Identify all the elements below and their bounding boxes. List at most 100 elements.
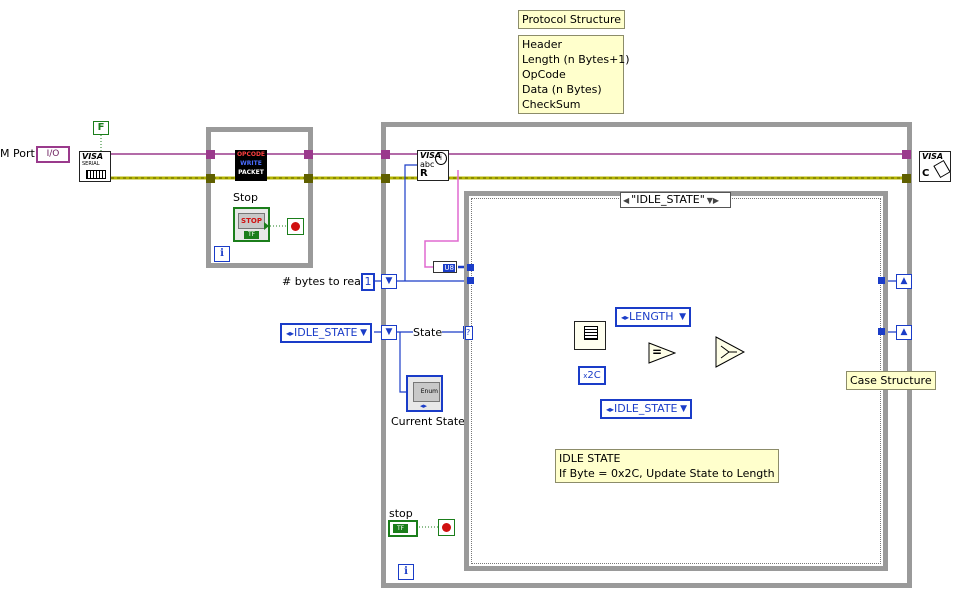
stop-button-label: Stop <box>233 191 259 204</box>
main-while-loop <box>381 122 912 588</box>
case-selector[interactable]: ◀"IDLE_STATE"▼▶ <box>620 192 731 208</box>
visa-configure-serial-node[interactable]: VISA SERIAL <box>79 151 111 182</box>
idle-state-enum-constant[interactable]: ◂▸IDLE_STATE ▼ <box>600 399 692 419</box>
case-tunnel <box>467 264 474 271</box>
packet-text: PACKET <box>238 169 264 176</box>
opcode-text: OPCODE <box>236 151 266 158</box>
visa-read-book-icon: i <box>435 152 447 165</box>
idle-state-enum-text: IDLE_STATE <box>614 402 678 415</box>
stop-lower-tf: TF <box>393 524 408 533</box>
boolean-wires <box>270 225 440 528</box>
loop-iteration-text: i <box>404 566 408 577</box>
protocol-title-text: Protocol Structure <box>522 13 621 26</box>
length-enum-text: LENGTH <box>629 310 674 323</box>
loop-tunnel <box>381 150 390 159</box>
case-tunnel <box>467 277 474 284</box>
visa-read-abc: abc <box>420 160 435 169</box>
tf-text: TF <box>247 231 256 238</box>
protocol-field: Header <box>522 38 563 51</box>
loop-tunnel <box>902 174 911 183</box>
enum-indicator-face: Enum <box>413 382 440 402</box>
frame-tunnel <box>304 150 313 159</box>
chevron-down-icon: ▼ <box>679 312 686 322</box>
frame-iteration-terminal: i <box>214 246 230 262</box>
loop-tunnel <box>902 150 911 159</box>
read-buffer-wire <box>424 170 459 268</box>
state-wire-label: State <box>413 326 443 339</box>
protocol-field: OpCode <box>522 68 566 81</box>
u8-text: U8 <box>443 264 455 272</box>
protocol-field: Data (n Bytes) <box>522 83 602 96</box>
state-shift-register-right: ▲ <box>896 325 912 340</box>
length-enum-constant[interactable]: ◂▸LENGTH ▼ <box>615 307 691 327</box>
visa-read-node[interactable]: VISA abc R i <box>417 150 449 181</box>
serial-port-icon <box>86 170 106 179</box>
frame-tunnel <box>206 150 215 159</box>
case-selector-tunnel: ? <box>465 326 473 340</box>
case-structure-label: Case Structure <box>846 371 936 390</box>
frame-tunnel <box>304 174 313 183</box>
stop-tf-tag: TF <box>244 231 259 239</box>
chevron-down-icon: ▼ <box>680 404 687 414</box>
io-text: I/O <box>46 149 60 159</box>
loop-iteration-terminal: i <box>398 564 414 580</box>
enum-increment-icon: ◂▸ <box>606 405 615 414</box>
case-next-icon: ▼▶ <box>706 196 720 205</box>
case-tunnel <box>878 328 885 335</box>
hex-value-text: 2C <box>587 370 601 381</box>
visa-serial-sub: SERIAL <box>82 161 100 167</box>
idle-desc-text: If Byte = 0x2C, Update State to Length <box>559 467 775 480</box>
false-constant[interactable]: F <box>93 121 109 135</box>
bytes-to-read-constant[interactable]: 1 <box>361 273 375 291</box>
equals-node[interactable] <box>648 342 676 364</box>
case-tunnel <box>878 277 885 284</box>
enum-icon-text: Enum <box>420 388 438 395</box>
u8-conversion-node[interactable]: U8 <box>433 261 457 273</box>
frame-tunnel <box>206 174 215 183</box>
stop-button-face: STOP <box>238 213 265 229</box>
protocol-field: Length (n Bytes+1) <box>522 53 630 66</box>
hex-constant[interactable]: x2C <box>578 366 606 385</box>
idle-title-text: IDLE STATE <box>559 452 621 465</box>
protocol-field: CheckSum <box>522 98 581 111</box>
case-prev-icon: ◀ <box>623 196 630 205</box>
stop-button-terminal[interactable]: STOP TF <box>233 207 270 242</box>
stop-lower-label: stop <box>389 507 413 520</box>
visa-resource-control[interactable]: I/O <box>36 146 70 163</box>
current-state-indicator[interactable]: Enum ◂▸ <box>406 375 443 412</box>
loop-condition-icon <box>438 519 455 536</box>
opcode-write-packet-subvi[interactable]: OPCODE WRITE PACKET <box>235 150 267 181</box>
array-grid-icon <box>584 326 598 340</box>
stop-arrow-icon <box>264 222 269 230</box>
bytes-value-text: 1 <box>364 275 372 288</box>
false-text: F <box>97 122 105 133</box>
initial-state-enum-constant[interactable]: ◂▸IDLE_STATE ▼ <box>280 323 372 343</box>
enum-increment-icon: ◂▸ <box>621 313 630 322</box>
write-packet-frame <box>206 127 313 268</box>
protocol-structure-title: Protocol Structure <box>518 10 625 29</box>
idle-state-note: IDLE STATE If Byte = 0x2C, Update State … <box>555 449 779 483</box>
chevron-down-icon: ▼ <box>360 328 367 338</box>
stop-lower-terminal[interactable]: TF <box>388 520 418 537</box>
enum-increment-icon: ◂▸ <box>286 329 295 338</box>
select-node[interactable] <box>715 336 745 368</box>
stop-condition-icon <box>287 218 304 235</box>
visa-read-title: VISA <box>420 151 442 160</box>
enum-indicator-arrows: ◂▸ <box>420 402 428 410</box>
protocol-structure-list: Header Length (n Bytes+1) OpCode Data (n… <box>518 35 630 114</box>
visa-close-node[interactable]: VISA C <box>919 151 951 182</box>
equals-symbol: = <box>652 345 663 359</box>
port-label: M Port <box>0 147 35 160</box>
bytes-shift-register-left: ▼ <box>381 274 397 289</box>
visa-read-r: R <box>420 168 428 179</box>
stop-button-text: STOP <box>241 217 262 225</box>
case-selector-text: "IDLE_STATE" <box>631 193 705 206</box>
bytes-to-read-label: # bytes to read <box>282 275 368 288</box>
case-structure <box>464 191 888 571</box>
write-text: WRITE <box>240 160 262 167</box>
build-array-node[interactable] <box>574 321 606 350</box>
loop-tunnel <box>381 174 390 183</box>
tf-lower-text: TF <box>396 525 405 532</box>
initial-state-text: IDLE_STATE <box>294 326 358 339</box>
visa-close-title: VISA <box>922 152 944 161</box>
